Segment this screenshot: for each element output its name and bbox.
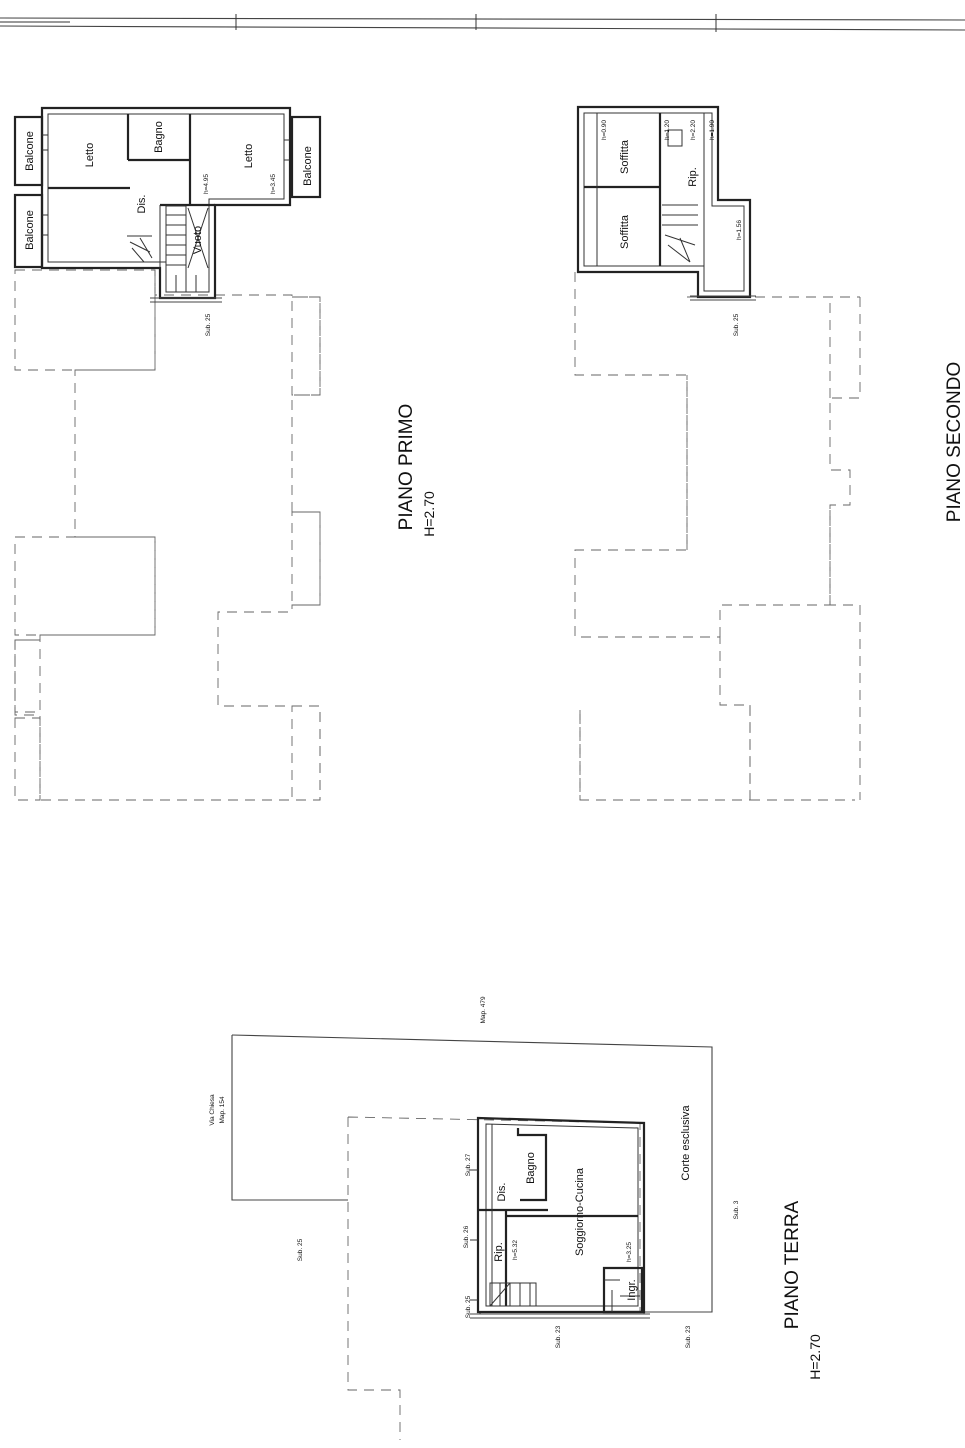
secondo-note-h220: h=2.20 xyxy=(690,120,697,140)
terra-room-dis: Dis. xyxy=(496,1183,508,1202)
primo-staircase xyxy=(127,205,197,293)
primo-room-balcone-3: Balcone xyxy=(302,146,314,186)
terra-note-map154: Map. 154 xyxy=(219,1096,226,1123)
terra-note-h325: h=3.25 xyxy=(626,1242,633,1262)
terra-apartment-walls xyxy=(476,1116,646,1314)
terra-note-sub25-outer: Sub. 25 xyxy=(297,1238,304,1261)
terra-note-h532: h=5.32 xyxy=(512,1240,519,1260)
terra-room-ingr: Ingr. xyxy=(626,1279,638,1300)
sheet-top-border xyxy=(0,14,965,32)
piano-secondo-plan: Soffitta Soffitta Rip. h=0.90 h=1.20 h=2… xyxy=(574,105,965,801)
primo-room-bagno: Bagno xyxy=(153,121,165,153)
primo-height: H=2.70 xyxy=(421,491,437,537)
primo-title: PIANO PRIMO xyxy=(396,404,417,531)
primo-room-letto-2: Letto xyxy=(243,144,255,168)
terra-note-map479: Map. 479 xyxy=(480,996,487,1023)
terra-room-corte-esclusiva: Corte esclusiva xyxy=(680,1105,692,1181)
piano-terra-plan: Soggiorno-Cucina Bagno Dis. Rip. Ingr. C… xyxy=(209,996,823,1440)
secondo-apartment-walls xyxy=(576,105,752,299)
primo-balcone-2 xyxy=(13,193,44,269)
terra-staircase xyxy=(489,1282,537,1307)
secondo-room-soffitta-2: Soffitta xyxy=(619,214,631,249)
primo-room-vuoto: Vuoto xyxy=(192,226,204,254)
terra-note-sub27: Sub. 27 xyxy=(465,1153,472,1176)
primo-room-balcone-2: Balcone xyxy=(24,210,36,250)
secondo-note-h156: h=1.56 xyxy=(736,220,743,240)
terra-height: H=2.70 xyxy=(807,1334,823,1380)
terra-note-sub3: Sub. 3 xyxy=(733,1200,740,1219)
terra-room-bagno: Bagno xyxy=(525,1152,537,1184)
terra-room-soggiorno-cucina: Soggiorno-Cucina xyxy=(574,1167,586,1256)
terra-note-sub23-inner: Sub. 23 xyxy=(555,1325,562,1348)
terra-title: PIANO TERRA xyxy=(782,1200,803,1329)
secondo-title: PIANO SECONDO xyxy=(944,362,965,522)
secondo-building-outline xyxy=(574,272,861,801)
secondo-staircase xyxy=(662,204,698,263)
secondo-room-soffitta-1: Soffitta xyxy=(619,139,631,174)
terra-room-rip: Rip. xyxy=(493,1242,505,1262)
primo-room-balcone-1: Balcone xyxy=(24,131,36,171)
terra-note-sub23-outer: Sub. 23 xyxy=(685,1325,692,1348)
primo-building-outline xyxy=(14,270,321,801)
secondo-room-rip: Rip. xyxy=(687,167,699,187)
primo-note-h495: h=4.95 xyxy=(203,174,210,194)
secondo-note-h090: h=0.90 xyxy=(601,120,608,140)
secondo-note-h190: h=1.90 xyxy=(709,120,716,140)
secondo-note-sub25: Sub. 25 xyxy=(733,313,740,336)
terra-note-sub25-inner: Sub. 25 xyxy=(465,1295,472,1318)
terra-building-outline xyxy=(347,1116,641,1440)
primo-note-sub25: Sub. 25 xyxy=(205,313,212,336)
terra-note-via-chiesa: Via Chiesa xyxy=(209,1094,216,1126)
piano-primo-plan: Balcone Letto Bagno Letto Balcone Balcon… xyxy=(13,106,437,801)
primo-balcone-3 xyxy=(290,115,322,199)
primo-room-dis: Dis. xyxy=(136,195,148,214)
primo-note-h345: h=3.45 xyxy=(270,174,277,194)
terra-note-sub26: Sub. 26 xyxy=(463,1225,470,1248)
secondo-note-h120: h=1.20 xyxy=(664,120,671,140)
primo-room-letto-1: Letto xyxy=(84,143,96,167)
primo-balcone-1 xyxy=(13,115,44,187)
